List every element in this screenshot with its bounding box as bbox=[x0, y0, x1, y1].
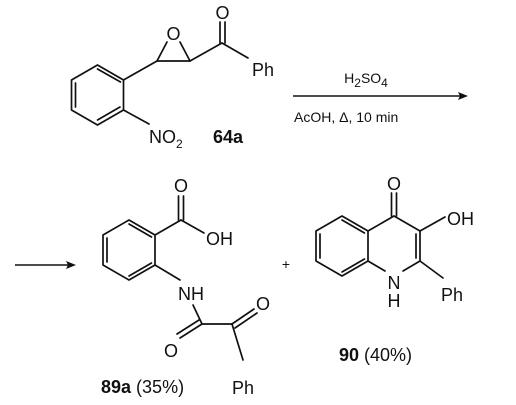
product-90-ring-hydrogen: H bbox=[388, 291, 401, 311]
reaction-arrowhead-upper bbox=[458, 92, 468, 100]
reactant-ketone-oxygen: O bbox=[215, 3, 229, 23]
product-89a-n-carbonyl-bond bbox=[192, 304, 203, 325]
product-89a-ring-double-bond-3 bbox=[128, 262, 153, 277]
product-89a-amide-oxygen: O bbox=[164, 341, 178, 361]
product-89a-acid-hydroxyl: OH bbox=[206, 229, 233, 249]
product-90-c2-n-bond bbox=[402, 260, 421, 272]
product-90-benzo-ring bbox=[315, 215, 369, 277]
reactant-ring-double-bond-1 bbox=[96, 68, 122, 83]
product-90-benzo-double-bond-1 bbox=[341, 219, 366, 234]
reactant-nitro-bond bbox=[122, 109, 150, 125]
reactant-aryl-epoxide-bond bbox=[122, 60, 158, 81]
product-90: N H O OH Ph 90(40%) bbox=[315, 174, 474, 365]
reactant-ring-double-bond-3 bbox=[96, 106, 121, 121]
product-89a-phenyl: Ph bbox=[232, 378, 254, 398]
continuation-arrow bbox=[15, 261, 76, 269]
reactant-phenyl-bond bbox=[221, 42, 249, 59]
product-89a-amide-double-bond-1 bbox=[179, 323, 203, 339]
product-89a-benzene-ring bbox=[102, 219, 156, 281]
product-89a-keto-oxygen: O bbox=[256, 294, 270, 314]
plus-sign: + bbox=[282, 256, 290, 272]
product-89a-nh-bond bbox=[154, 264, 181, 281]
reactant-label: 64a bbox=[213, 127, 244, 147]
product-90-hydroxy-bond bbox=[419, 216, 446, 232]
reaction-arrowhead-lower bbox=[66, 261, 76, 269]
product-89a-acid-bond bbox=[154, 219, 182, 236]
product-90-label: 90(40%) bbox=[339, 345, 412, 365]
product-90-phenyl-bond bbox=[419, 260, 444, 279]
reaction-conditions: H2SO4 AcOH, Δ, 10 min bbox=[293, 70, 468, 125]
product-89a: O OH NH O O Ph 89a(35%) bbox=[101, 176, 270, 398]
product-90-n-c8a-bond bbox=[367, 260, 386, 272]
product-89a-acid-oh-bond bbox=[180, 219, 205, 234]
product-89a-amide-nh: NH bbox=[178, 284, 204, 304]
product-90-ring-nitrogen: N bbox=[388, 273, 401, 293]
reactant-benzene-ring bbox=[70, 64, 125, 126]
product-90-benzo-double-bond-3 bbox=[341, 258, 366, 273]
product-89a-keto-double-bond-2 bbox=[234, 312, 258, 329]
product-89a-ring-double-bond-1 bbox=[128, 223, 153, 238]
product-90-c4-bond bbox=[367, 215, 395, 232]
product-89a-keto-double-bond-1 bbox=[231, 308, 255, 325]
reactant-epoxide-co-bond-left bbox=[156, 41, 168, 62]
product-90-phenyl: Ph bbox=[441, 285, 463, 305]
reactant-epoxide-carbonyl-bond bbox=[189, 42, 223, 62]
reagent-acid: H2SO4 bbox=[344, 70, 388, 90]
reagent-conditions: AcOH, Δ, 10 min bbox=[294, 109, 398, 125]
product-89a-acid-oxygen: O bbox=[174, 176, 188, 196]
product-89a-label: 89a(35%) bbox=[101, 377, 184, 397]
product-90-oxo-oxygen: O bbox=[387, 174, 401, 194]
reactant-phenyl: Ph bbox=[252, 60, 274, 80]
product-90-hydroxy: OH bbox=[447, 209, 474, 229]
reactant-epoxide-co-bond-right bbox=[179, 41, 191, 62]
reactant-epoxide-oxygen: O bbox=[166, 24, 180, 44]
product-89a-amide-double-bond-2 bbox=[176, 319, 200, 335]
reactant-nitro-group: NO2 bbox=[149, 127, 183, 151]
product-89a-phenyl-bond bbox=[231, 323, 244, 361]
reactant-64a: O O Ph NO2 64a bbox=[70, 3, 274, 151]
product-90-c4-c3-bond bbox=[393, 215, 421, 232]
